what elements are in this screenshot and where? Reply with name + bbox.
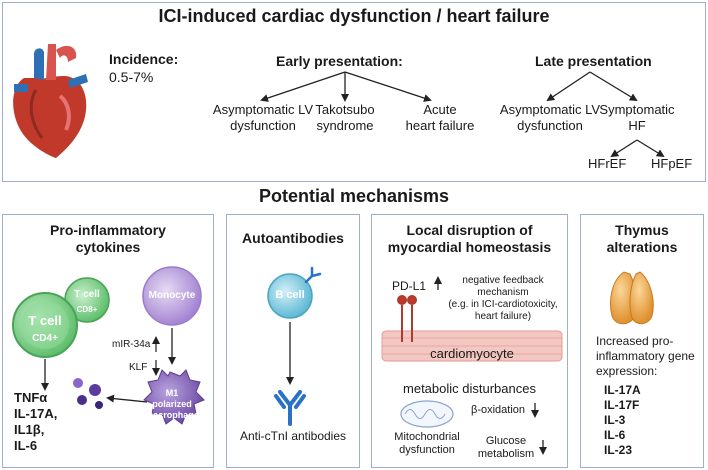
b-cell bbox=[267, 273, 313, 319]
monocyte-cell bbox=[142, 266, 202, 326]
thymus-title-line2: alterations bbox=[606, 239, 678, 255]
anti-ctni-label: Anti-cTnI antibodies bbox=[239, 429, 347, 443]
cytokine-3: IL1β, bbox=[14, 422, 45, 437]
cardiomyocyte-label: cardiomyocyte bbox=[430, 346, 514, 361]
gene-3: IL-3 bbox=[604, 413, 626, 427]
mechanisms-title: Potential mechanisms bbox=[258, 186, 450, 206]
beta-oxidation-label: β-oxidation bbox=[471, 404, 526, 416]
late-item-1-line2: dysfunction bbox=[517, 118, 583, 133]
panel-autoantibodies bbox=[226, 214, 360, 468]
thymus-title: Thymus alterations bbox=[580, 222, 704, 256]
mir-label: mIR-34a bbox=[112, 339, 151, 350]
monocyte-label: Monocyte bbox=[148, 290, 196, 301]
cytokines-title: Pro-inflammatory cytokines bbox=[2, 222, 214, 256]
antibody-icon bbox=[274, 390, 306, 426]
early-item-2: Takotsubo syndrome bbox=[305, 102, 385, 134]
late-item-1-line1: Asymptomatic LV bbox=[499, 102, 601, 117]
mitochondrion bbox=[400, 400, 454, 428]
gene-1: IL-17A bbox=[604, 383, 641, 397]
feedback-line-4: heart failure) bbox=[474, 311, 532, 322]
thymus-desc-2: inflammatory gene bbox=[596, 349, 695, 363]
pd-l1-receptor bbox=[397, 295, 417, 342]
early-item-3-line1: Acute bbox=[423, 102, 457, 117]
early-item-1-line1: Asymptomatic LV bbox=[212, 102, 314, 117]
macrophage-label-2: polarized bbox=[152, 399, 192, 409]
late-subtype-hfref: HFrEF bbox=[588, 156, 627, 171]
early-item-1-line2: dysfunction bbox=[230, 118, 296, 133]
main-title: ICI-induced cardiac dysfunction / heart … bbox=[158, 6, 550, 26]
incidence-value: 0.5-7% bbox=[109, 69, 154, 85]
cd4-label: CD4+ bbox=[32, 333, 58, 344]
incidence-label: Incidence: bbox=[109, 51, 179, 67]
early-item-3-line2: heart failure bbox=[405, 118, 475, 133]
thymus-title-line1: Thymus bbox=[615, 222, 669, 238]
gene-4: IL-6 bbox=[604, 428, 626, 442]
gene-2: IL-17F bbox=[604, 398, 640, 412]
panel-thymus bbox=[580, 214, 704, 468]
feedback-line-2: mechanism bbox=[477, 287, 529, 298]
cytokine-1: TNFα bbox=[14, 390, 48, 405]
top-panel bbox=[2, 2, 706, 182]
metabolic-label: metabolic disturbances bbox=[403, 381, 536, 396]
cytokine-2: IL-17A, bbox=[14, 406, 58, 421]
late-item-2-line1: Symptomatic bbox=[599, 102, 675, 117]
macrophage-label: M1 polarized macrophage bbox=[145, 388, 199, 421]
thymus-desc: Increased pro- inflammatory gene express… bbox=[596, 334, 695, 379]
feedback-line-3: (e.g. in ICI-cardiotoxicity, bbox=[448, 299, 558, 310]
late-item-2-line2: HF bbox=[628, 118, 646, 133]
cytokine-4: IL-6 bbox=[14, 438, 38, 453]
feedback-text: negative feedback mechanism (e.g. in ICI… bbox=[441, 275, 565, 323]
tcell-small-label: T cell bbox=[74, 289, 100, 300]
mito-label-2: dysfunction bbox=[399, 444, 455, 456]
top-arrows bbox=[260, 71, 665, 158]
late-heading: Late presentation bbox=[535, 53, 652, 69]
glucose-label-1: Glucose bbox=[485, 435, 527, 447]
feedback-line-1: negative feedback bbox=[462, 275, 544, 286]
klf-label: KLF bbox=[129, 362, 148, 373]
glucose-label: Glucose metabolism bbox=[474, 435, 538, 461]
early-heading: Early presentation: bbox=[276, 53, 403, 69]
late-item-2: Symptomatic HF bbox=[597, 102, 677, 134]
thymus-desc-3: expression: bbox=[596, 364, 658, 378]
homeostasis-title-line2: myocardial homeostasis bbox=[387, 239, 552, 255]
gene-5: IL-23 bbox=[604, 443, 633, 457]
thymus-genes: IL-17A IL-17F IL-3 IL-6 IL-23 bbox=[604, 383, 641, 458]
cytokine-list: TNFα IL-17A, IL1β, IL-6 bbox=[14, 390, 57, 454]
thymus-desc-1: Increased pro- bbox=[596, 334, 674, 348]
glucose-label-2: metabolism bbox=[477, 448, 535, 460]
homeostasis-title-line1: Local disruption of bbox=[406, 222, 533, 238]
bcell-label: B cell bbox=[275, 289, 305, 301]
pdl1-label: PD-L1 bbox=[392, 279, 427, 293]
early-item-2-line1: Takotsubo bbox=[315, 102, 375, 117]
cd8-label: CD8+ bbox=[76, 305, 98, 314]
early-item-2-line2: syndrome bbox=[316, 118, 374, 133]
tcell-large-label: T cell bbox=[28, 313, 62, 328]
autoantibodies-title: Autoantibodies bbox=[242, 230, 344, 246]
mito-label-1: Mitochondrial bbox=[394, 431, 460, 443]
heart-illustration bbox=[13, 44, 88, 158]
macrophage-label-1: M1 bbox=[165, 388, 179, 398]
macrophage-label-3: macrophage bbox=[145, 410, 199, 420]
early-item-1: Asymptomatic LV dysfunction bbox=[198, 102, 328, 134]
cytokines-title-line1: Pro-inflammatory bbox=[50, 222, 166, 238]
late-item-1: Asymptomatic LV dysfunction bbox=[485, 102, 615, 134]
early-item-3: Acute heart failure bbox=[395, 102, 485, 134]
macrophage-cell bbox=[143, 369, 205, 425]
cytokines-title-line2: cytokines bbox=[75, 239, 141, 255]
late-subtype-hfpef: HFpEF bbox=[651, 156, 693, 171]
b-cell-receptor bbox=[304, 266, 322, 284]
mito-label: Mitochondrial dysfunction bbox=[385, 431, 469, 457]
homeostasis-title: Local disruption of myocardial homeostas… bbox=[371, 222, 568, 256]
